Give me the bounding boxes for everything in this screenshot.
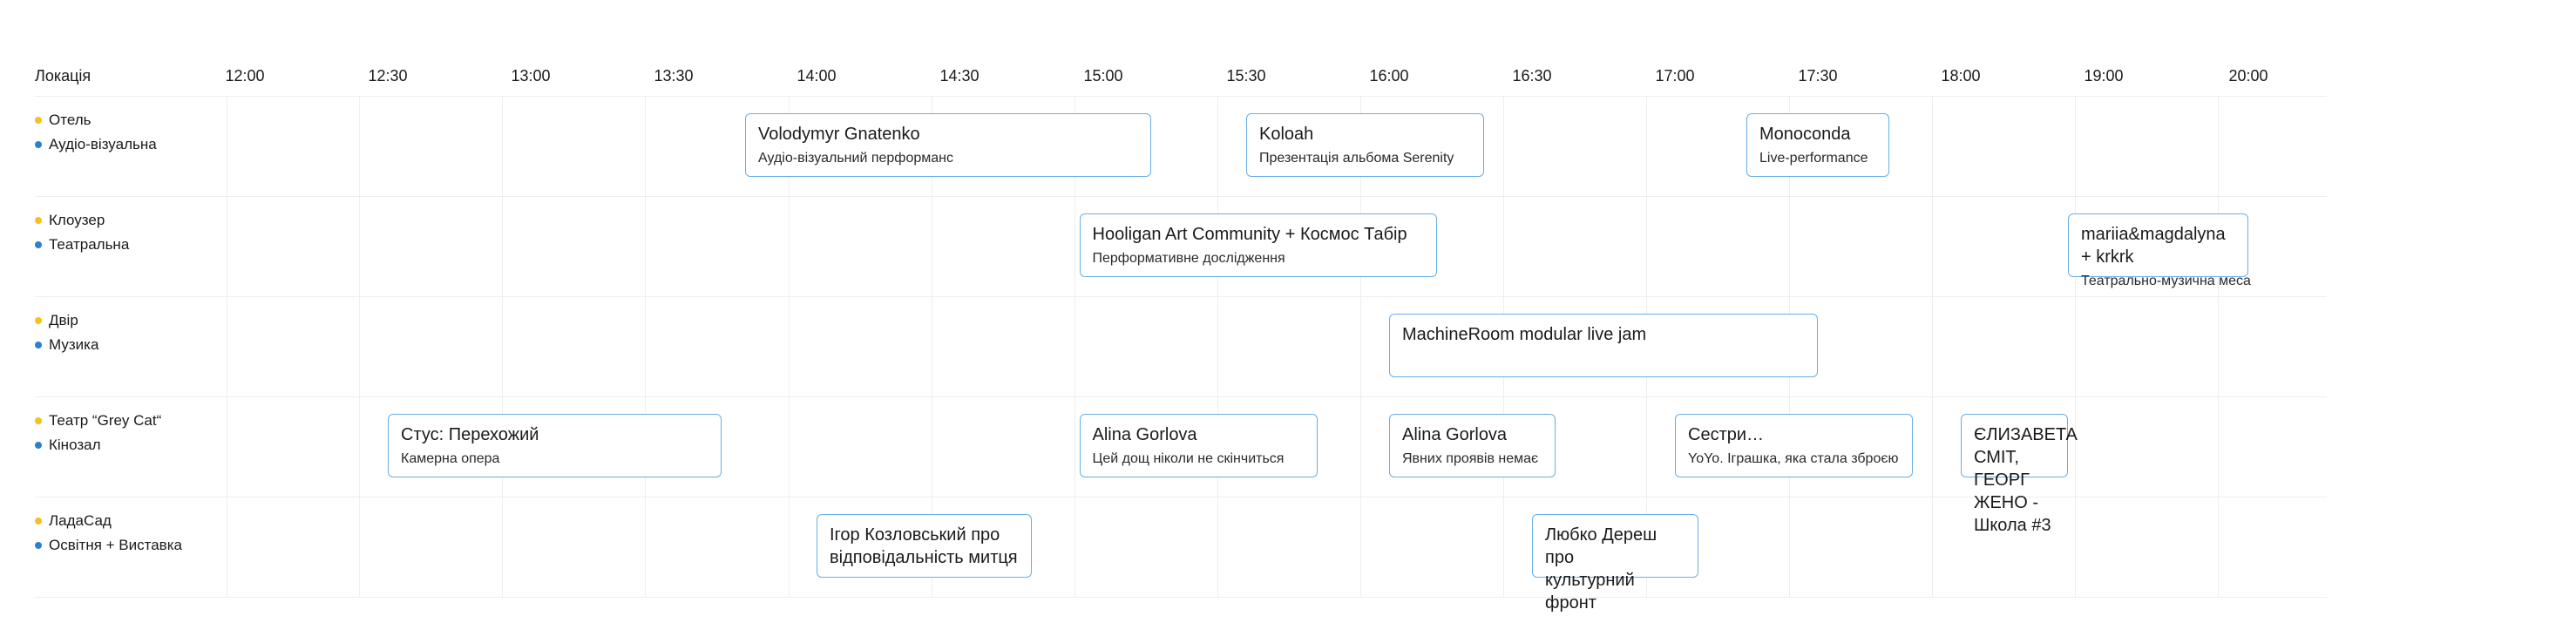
- venue-place-row: ЛадаСад: [35, 512, 112, 530]
- venue-place-row: Двір: [35, 312, 78, 329]
- event-subtitle: Камерна опера: [401, 451, 500, 466]
- venue-place-label: Театр “Grey Cat“: [49, 412, 162, 429]
- time-label: 19:00: [2084, 67, 2124, 85]
- event-title: Сестри…: [1688, 425, 1765, 444]
- venue-type-label: Кінозал: [49, 437, 101, 453]
- grid-line: [1074, 96, 1075, 597]
- venue-place-dot-icon: [35, 217, 42, 224]
- event-subtitle: Live-performance: [1759, 151, 1868, 166]
- event-card[interactable]: Сестри… YoYo. Іграшка, яка стала зброєю: [1675, 414, 1914, 477]
- venue-type-dot-icon: [35, 241, 42, 248]
- event-subtitle: YoYo. Іграшка, яка стала зброєю: [1688, 451, 1899, 466]
- event-title: Alina Gorlova: [1092, 425, 1197, 444]
- time-label: 12:30: [368, 67, 408, 85]
- venue-type-row: Аудіо-візуальна: [35, 136, 157, 153]
- venue-place-row: Клоузер: [35, 212, 105, 229]
- venue-type-label: Освітня + Виставка: [49, 537, 182, 553]
- event-title: Volodymyr Gnatenko: [758, 125, 920, 144]
- time-label: 16:30: [1512, 67, 1552, 85]
- event-title: Koloah: [1259, 125, 1314, 144]
- venue-type-label: Аудіо-візуальна: [49, 136, 157, 152]
- venue-place-label: ЛадаСад: [49, 512, 112, 529]
- grid-line: [1217, 96, 1218, 597]
- event-title: Alina Gorlova: [1402, 425, 1508, 444]
- venue-place-row: Театр “Grey Cat“: [35, 412, 161, 430]
- venue-type-row: Освітня + Виставка: [35, 537, 182, 554]
- venue-type-dot-icon: [35, 342, 42, 349]
- venue-type-dot-icon: [35, 442, 42, 449]
- event-subtitle: Аудіо-візуальний перформанс: [758, 151, 953, 166]
- row-divider: [35, 396, 2327, 397]
- row-divider: [35, 597, 2327, 598]
- venue-type-row: Театральна: [35, 236, 129, 254]
- venue-type-row: Музика: [35, 336, 98, 354]
- event-subtitle: Явних проявів немає: [1402, 451, 1539, 466]
- event-subtitle: Цей дощ ніколи не скінчиться: [1092, 451, 1285, 466]
- grid-line: [645, 96, 646, 597]
- venue-type-label: Театральна: [49, 236, 130, 253]
- grid-line: [2075, 96, 2076, 597]
- venue-place-label: Отель: [49, 112, 92, 128]
- event-title: mariia&magdalyna + krkrk: [2081, 225, 2226, 267]
- grid-line: [359, 96, 360, 597]
- location-column-header: Локація: [35, 67, 92, 85]
- event-title: Стус: Перехожий: [401, 425, 539, 444]
- venue-place-dot-icon: [35, 117, 42, 124]
- time-label: 14:30: [939, 67, 980, 85]
- venue-place-dot-icon: [35, 518, 42, 525]
- grid-line: [502, 96, 503, 597]
- time-label: 17:00: [1655, 67, 1695, 85]
- time-label: 15:00: [1083, 67, 1123, 85]
- time-label: 13:30: [654, 67, 694, 85]
- event-card[interactable]: MachineRoom modular live jam: [1389, 314, 1818, 377]
- row-divider: [35, 296, 2327, 297]
- grid-line: [1932, 96, 1933, 597]
- event-subtitle: Театрально-музична меса: [2081, 274, 2251, 288]
- event-card[interactable]: Ігор Козловський про відповідальність ми…: [817, 514, 1032, 578]
- event-title: ЄЛИЗАВЕТА СМІТ, ГЕОРГ ЖЕНО - Школа #3: [1974, 425, 2078, 535]
- event-subtitle: Презентація альбома Serenity: [1259, 151, 1454, 166]
- event-card[interactable]: ЄЛИЗАВЕТА СМІТ, ГЕОРГ ЖЕНО - Школа #3: [1961, 414, 2078, 535]
- row-divider: [35, 96, 2327, 97]
- time-label: 20:00: [2228, 67, 2268, 85]
- venue-place-label: Двір: [49, 312, 78, 328]
- venue-place-dot-icon: [35, 417, 42, 424]
- time-label: 18:00: [1941, 67, 1981, 85]
- event-title: Hooligan Art Community + Космос Табір: [1092, 225, 1407, 244]
- venue-type-label: Музика: [49, 336, 99, 353]
- grid-line: [2218, 96, 2219, 597]
- row-divider: [35, 196, 2327, 197]
- event-card[interactable]: Любко Дереш про культурний фронт: [1532, 514, 1699, 613]
- time-label: 13:00: [511, 67, 551, 85]
- venue-place-dot-icon: [35, 317, 42, 324]
- event-subtitle: Перформативне дослідження: [1092, 251, 1285, 266]
- venue-type-dot-icon: [35, 141, 42, 148]
- grid-line: [1360, 96, 1361, 597]
- venue-type-dot-icon: [35, 542, 42, 549]
- time-label: 12:00: [225, 67, 265, 85]
- time-label: 17:30: [1798, 67, 1838, 85]
- event-title: Ігор Козловський про відповідальність ми…: [830, 525, 1018, 567]
- time-label: 14:00: [797, 67, 837, 85]
- venue-place-row: Отель: [35, 112, 92, 129]
- time-label: 16:00: [1369, 67, 1409, 85]
- event-title: MachineRoom modular live jam: [1402, 325, 1647, 344]
- time-label: 15:30: [1226, 67, 1266, 85]
- venue-type-row: Кінозал: [35, 437, 101, 454]
- event-title: Любко Дереш про культурний фронт: [1545, 525, 1657, 613]
- event-title: Monoconda: [1759, 125, 1851, 144]
- grid-line: [789, 96, 790, 597]
- venue-place-label: Клоузер: [49, 212, 105, 228]
